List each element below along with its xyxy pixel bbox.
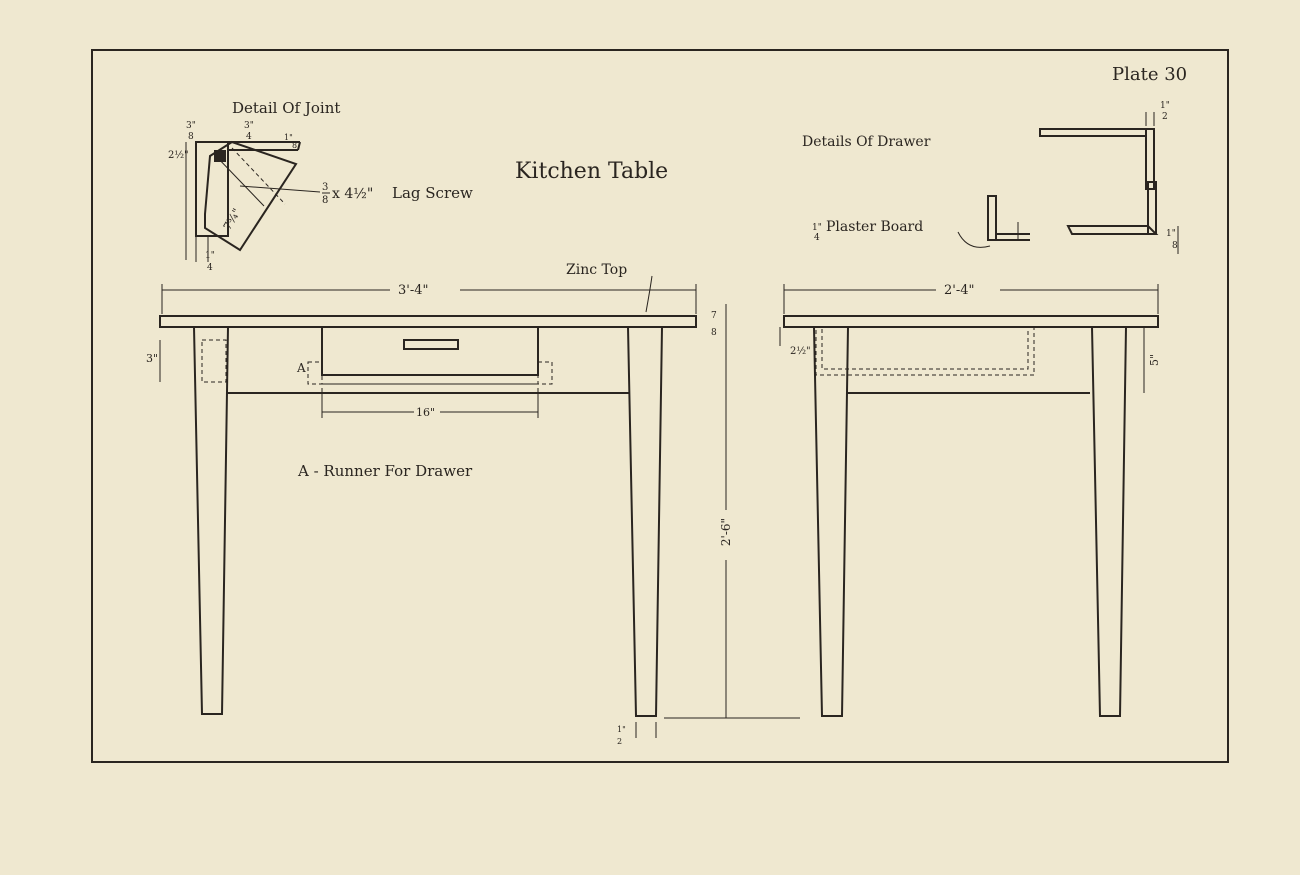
svg-text:1": 1"	[1160, 101, 1170, 111]
plate-number: Plate 30	[1112, 64, 1187, 85]
side-drawer-outline	[815, 326, 1035, 376]
svg-text:7: 7	[711, 311, 717, 321]
drawing-title: Kitchen Table	[515, 159, 668, 184]
screw-frac-num: 3	[322, 182, 328, 193]
svg-text:2: 2	[617, 737, 622, 746]
front-leg-right	[626, 326, 664, 717]
joint-dim-2-5: 2½"	[168, 150, 189, 161]
screw-frac-den: 8	[322, 195, 328, 206]
front-leg-left	[192, 326, 230, 715]
side-leg-left	[812, 326, 850, 717]
side-view: 2'-4" 2½" 5"	[779, 280, 1161, 717]
svg-text:8: 8	[711, 328, 717, 338]
side-table-top	[783, 315, 1159, 328]
screw-size: x 4½"	[332, 186, 373, 202]
svg-text:8: 8	[292, 141, 297, 150]
side-leg-right	[1090, 326, 1128, 717]
drawer-details: Details Of Drawer 1" 2 1" 8 1" 4 Plaster…	[802, 101, 1179, 254]
height-label: 2'-6"	[719, 518, 733, 546]
joint-post	[195, 141, 229, 237]
front-drawer	[321, 326, 539, 376]
svg-text:1": 1"	[812, 223, 822, 233]
svg-text:1": 1"	[617, 725, 626, 734]
drawer-pull	[403, 339, 459, 350]
svg-text:1": 1"	[1166, 229, 1176, 239]
joint-dim-1-8: 1"	[284, 133, 293, 142]
svg-text:4: 4	[814, 233, 820, 243]
screw-label: Lag Screw	[392, 184, 473, 202]
svg-text:4: 4	[246, 132, 252, 142]
svg-text:8: 8	[1172, 241, 1178, 251]
side-width-label: 2'-4"	[944, 283, 975, 298]
plaster-label: Plaster Board	[826, 219, 923, 235]
plaster-arrow	[957, 231, 991, 248]
joint-dim-7-75: 7¾"	[221, 206, 244, 232]
drawer-width-label: 16"	[416, 406, 435, 419]
zinc-top-label: Zinc Top	[566, 262, 627, 278]
runner-note: A - Runner For Drawer	[297, 462, 473, 480]
front-table-top	[159, 315, 697, 328]
lag-screw-head	[214, 150, 226, 162]
side-drawer-dim: 2½"	[790, 346, 811, 357]
joint-brace	[204, 140, 298, 252]
front-width-label: 3'-4"	[398, 283, 429, 298]
front-apron-dim: 3"	[146, 352, 158, 365]
drawer-details-heading: Details Of Drawer	[802, 134, 931, 150]
side-apron-dim: 5"	[1148, 354, 1161, 366]
front-view: Zinc Top 3'-4" 7 8 3" A 16"	[146, 262, 800, 746]
joint-detail: Detail Of Joint 3" 8 3" 4 2½" 1" 8 7¾" 1…	[168, 99, 473, 273]
joint-dim-3-8: 3"	[186, 121, 196, 131]
joint-dim-3-4: 3"	[244, 121, 254, 131]
joint-dim-1-4: 1"	[205, 251, 215, 261]
svg-text:2: 2	[1162, 112, 1168, 122]
svg-text:8: 8	[188, 132, 194, 142]
runner-marker: A	[296, 361, 306, 375]
svg-text:4: 4	[207, 263, 213, 273]
plate-border	[91, 49, 1229, 763]
joint-heading: Detail Of Joint	[232, 99, 340, 117]
